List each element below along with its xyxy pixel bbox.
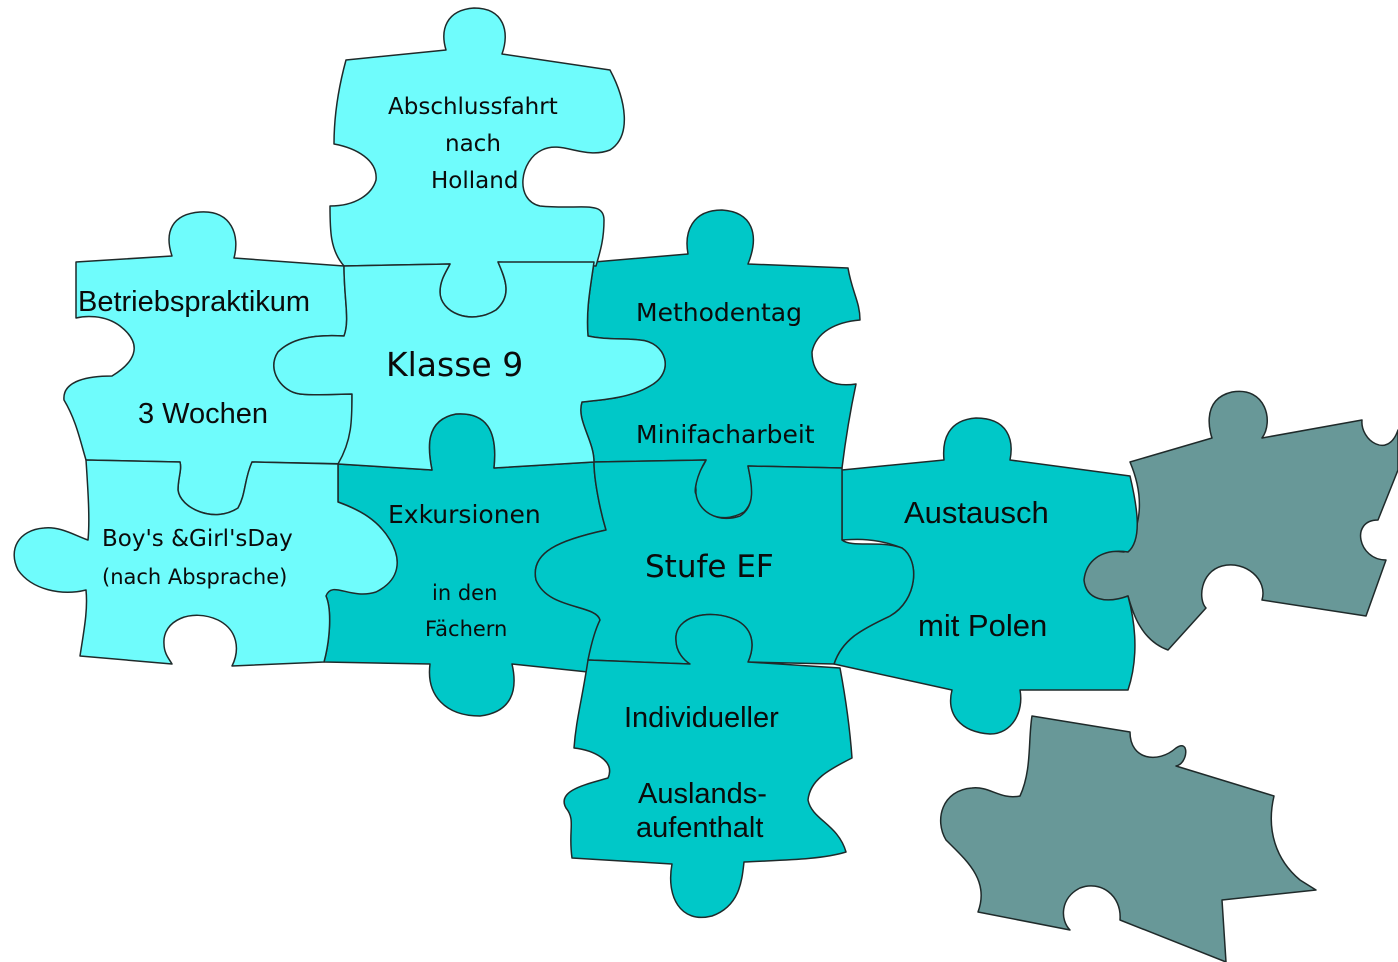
abschlussfahrt-line2: nach (445, 131, 501, 157)
abschlussfahrt-line1: Abschlussfahrt (388, 94, 558, 120)
exkursionen-line3: Fächern (425, 617, 508, 641)
exkursionen-title: Exkursionen (388, 500, 541, 529)
methodentag-title: Methodentag (636, 298, 802, 327)
piece-abschlussfahrt (329, 7, 625, 318)
piece-boys-girls-day (13, 459, 398, 667)
auslandsaufenthalt-line1: Individueller (624, 702, 779, 734)
betriebspraktikum-sub: 3 Wochen (138, 398, 269, 430)
auslandsaufenthalt-line2: Auslands- (638, 778, 767, 810)
klasse-9-title: Klasse 9 (386, 345, 524, 384)
austausch-title: Austausch (904, 495, 1049, 530)
abschlussfahrt-line3: Holland (431, 168, 519, 194)
auslandsaufenthalt-line3: aufenthalt (636, 812, 764, 844)
exkursionen-line2: in den (432, 581, 498, 605)
stufe-ef-title: Stufe EF (645, 549, 774, 585)
austausch-sub: mit Polen (918, 608, 1048, 643)
methodentag-sub: Minifacharbeit (636, 420, 815, 449)
piece-klasse-9 (273, 261, 666, 471)
boys-girls-day-line2: (nach Absprache) (102, 565, 288, 589)
piece-auslandsaufenthalt (563, 613, 853, 919)
loose-piece-bottom (939, 715, 1317, 962)
betriebspraktikum-title: Betriebspraktikum (78, 286, 311, 318)
boys-girls-day-line1: Boy's &Girl'sDay (102, 526, 293, 552)
